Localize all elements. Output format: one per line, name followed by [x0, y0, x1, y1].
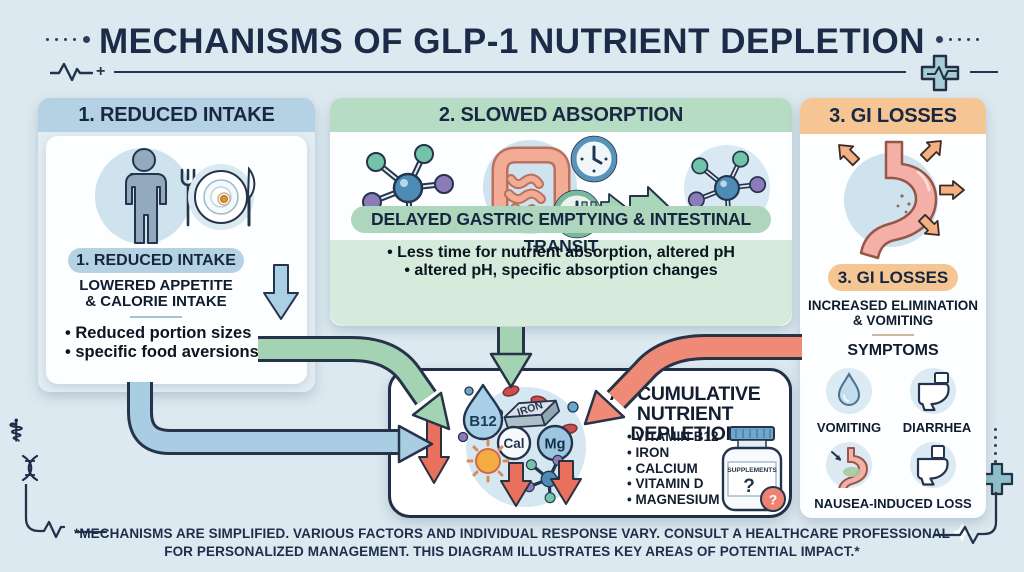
- plus-sign: +: [96, 63, 106, 80]
- depletion-down-arrow: [550, 460, 582, 505]
- bottle-question-mark: ?: [743, 476, 755, 497]
- symptom-label-vomiting: VOMITING: [816, 420, 882, 435]
- vitamin-d-sun-icon: [466, 439, 510, 483]
- panel-gi-losses: 3. GI LOSSES 3. GI LOSSES INCREASED ELIM…: [800, 98, 986, 518]
- calcium-label: Cal: [503, 436, 524, 451]
- knife-icon: [246, 166, 256, 227]
- symptoms-title: SYMPTOMS: [847, 342, 939, 359]
- nutrient-list: VITAMIN B12 IRON CALCIUM VITAMIN D MAGNE…: [627, 429, 747, 508]
- nausea-stomach-icon: [831, 447, 868, 492]
- caduceus-icon: ⚕: [8, 415, 25, 448]
- gi-losses-pill: 3. GI LOSSES: [828, 264, 958, 291]
- supplements-bottle-icon: SUPPLEMENTS ? ?: [721, 426, 786, 512]
- divider: [872, 334, 914, 336]
- clock-icon: [570, 135, 618, 183]
- page-title: MECHANISMS OF GLP-1 NUTRIENT DEPLETION: [99, 22, 925, 61]
- toilet-icon: [917, 372, 950, 412]
- panel-slowed-absorption: 2. SLOWED ABSORPTION: [330, 98, 792, 326]
- panel-reduced-intake: 1. REDUCED INTAKE 1.: [38, 98, 315, 392]
- subtitle-line: INCREASED ELIMINATION: [807, 298, 978, 313]
- bullet-item: Reduced portion sizes: [65, 324, 295, 343]
- top-right-dotted-line: [936, 36, 982, 44]
- accumulative-depletion-box: B12 IRON Cal Mg: [388, 368, 792, 518]
- stomach-losses-illustration: [838, 140, 965, 260]
- dna-icon: [21, 454, 39, 482]
- bullet-item: specific food aversions: [65, 343, 295, 362]
- symptom-label-diarrhea: DIARRHEA: [902, 420, 972, 435]
- loss-arrow-icon: [919, 140, 942, 163]
- b12-label: B12: [469, 413, 497, 430]
- plate-icon: [188, 164, 254, 230]
- nutrient-item: MAGNESIUM: [627, 492, 747, 508]
- reduced-intake-card: 1. REDUCED INTAKE LOWERED APPETITE & CAL…: [46, 136, 307, 384]
- panel-slowed-absorption-header: 2. SLOWED ABSORPTION: [330, 98, 792, 132]
- reduced-intake-pill: 1. REDUCED INTAKE: [68, 248, 244, 273]
- vitamin-b12-drop-icon: B12: [462, 383, 504, 441]
- right-dotted-line: [993, 428, 999, 464]
- gi-losses-subtitle: INCREASED ELIMINATION & VOMITING: [800, 298, 986, 328]
- elimination-icon-circle: [910, 442, 956, 488]
- nutrient-item: VITAMIN D: [627, 476, 747, 492]
- iron-ingot-icon: IRON: [503, 399, 561, 429]
- slowed-absorption-bullet-list: Less time for nutrient absorption, alter…: [330, 244, 792, 280]
- person-and-meal-illustration: [95, 148, 256, 244]
- calcium-icon: Cal: [496, 425, 532, 461]
- title-line: ACCUMULATIVE: [609, 383, 761, 405]
- bottom-left-heartbeat-line: [24, 484, 108, 539]
- nutrient-cluster-illustration: B12 IRON Cal Mg: [418, 383, 586, 507]
- bottom-right-heartbeat-line: [933, 492, 998, 545]
- vomiting-icon-circle: [826, 368, 872, 414]
- symptom-label-nausea: NAUSEA-INDUCED LOSS: [814, 496, 972, 511]
- heartbeat-icon: [50, 62, 94, 82]
- disclaimer-text: *MECHANISMS ARE SIMPLIFIED. VARIOUS FACT…: [73, 526, 950, 559]
- medical-cross-icon: [920, 54, 960, 92]
- blue-down-arrow: [263, 264, 299, 320]
- top-left-dotted-line: [46, 36, 92, 44]
- nausea-icon-circle: [826, 442, 872, 492]
- loss-arrow-icon: [939, 180, 965, 200]
- reduced-intake-bullet-list: Reduced portion sizes specific food aver…: [65, 324, 295, 362]
- slowed-absorption-detail: DELAYED GASTRIC EMPTYING & INTESTINAL TR…: [330, 206, 792, 326]
- panel-reduced-intake-header: 1. REDUCED INTAKE: [38, 98, 315, 132]
- bullet-item: Less time for nutrient absorption, alter…: [330, 244, 792, 262]
- magnesium-label: Mg: [545, 437, 566, 453]
- person-icon: [125, 148, 167, 244]
- subtitle-line: LOWERED APPETITE: [79, 277, 233, 294]
- reduced-intake-subtitle: LOWERED APPETITE & CALORIE INTAKE: [56, 278, 256, 310]
- subtitle-line: & VOMITING: [852, 313, 934, 328]
- nutrient-item: VITAMIN B12: [627, 429, 747, 445]
- panel-gi-losses-header: 3. GI LOSSES: [800, 98, 986, 134]
- diarrhea-icon-circle: [910, 368, 956, 414]
- top-right-dash: [970, 71, 998, 74]
- subtitle-line: & CALORIE INTAKE: [85, 293, 227, 310]
- toilet-icon: [916, 445, 949, 486]
- nutrient-item: CALCIUM: [627, 461, 747, 477]
- depletion-down-arrow: [500, 462, 532, 507]
- bottle-label: SUPPLEMENTS: [727, 467, 777, 474]
- bottle-badge-question: ?: [769, 492, 778, 508]
- loss-arrow-icon: [917, 213, 940, 236]
- depletion-down-arrow: [418, 414, 450, 484]
- magnesium-icon: Mg: [536, 424, 574, 462]
- divider: [130, 316, 182, 318]
- stomach-icon: [859, 140, 938, 260]
- slowed-absorption-pill: DELAYED GASTRIC EMPTYING & INTESTINAL TR…: [351, 206, 771, 256]
- nutrient-item: IRON: [627, 445, 747, 461]
- bullet-item: altered pH, specific absorption changes: [330, 262, 792, 280]
- drop-icon: [837, 371, 861, 406]
- loss-arrow-icon: [838, 144, 861, 167]
- header-divider-line: [114, 71, 906, 74]
- molecule-icon: [362, 144, 454, 232]
